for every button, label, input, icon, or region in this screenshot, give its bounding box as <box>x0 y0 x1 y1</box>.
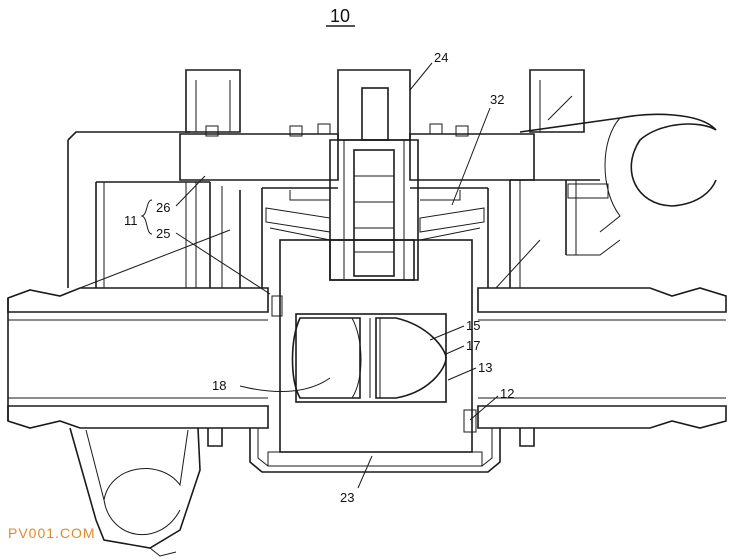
stem-and-knob <box>329 69 419 281</box>
label-17: 17 <box>466 338 480 353</box>
label-12: 12 <box>500 386 514 401</box>
figure-number: 10 <box>330 6 350 26</box>
label-11: 11 <box>124 213 138 228</box>
label-13: 13 <box>478 360 492 375</box>
brace-11 <box>140 199 153 235</box>
label-18: 18 <box>212 378 226 393</box>
label-24: 24 <box>434 50 448 65</box>
lower-housing <box>207 428 535 473</box>
left-clip <box>69 427 201 557</box>
main-pipe <box>7 287 727 429</box>
label-26: 26 <box>156 200 170 215</box>
upper-housing <box>67 69 717 289</box>
leader-lines <box>175 62 499 489</box>
label-25: 25 <box>156 226 170 241</box>
label-23: 23 <box>340 490 354 505</box>
label-32: 32 <box>490 92 504 107</box>
label-15: 15 <box>466 318 480 333</box>
valve-body <box>271 239 477 453</box>
watermark: PV001.COM <box>8 525 96 541</box>
